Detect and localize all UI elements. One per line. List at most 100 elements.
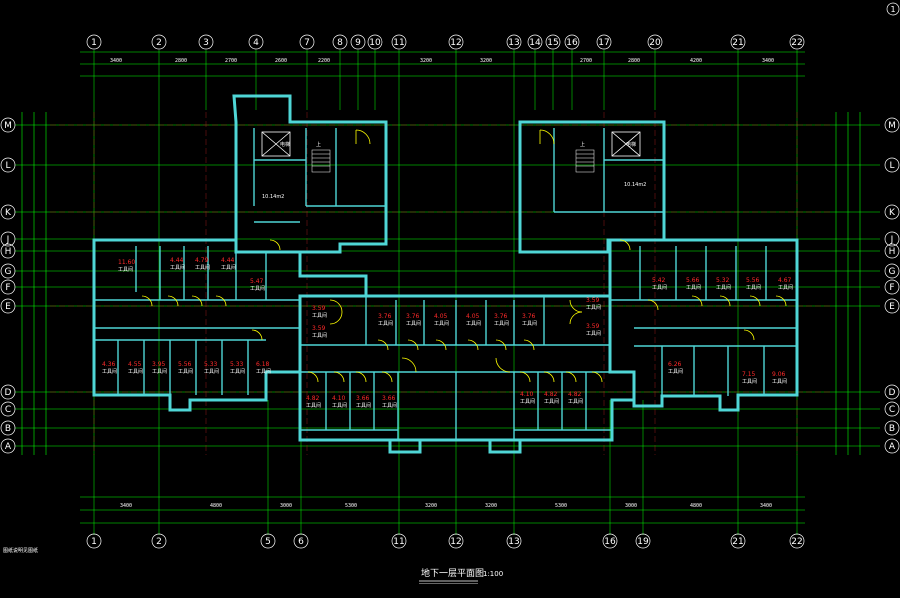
room-area-0: 11.60 bbox=[118, 259, 135, 266]
axis-bubble-right-C-label: C bbox=[889, 405, 895, 415]
axis-bubble-right-B-label: B bbox=[889, 424, 895, 434]
axis-bubble-right-D-label: D bbox=[889, 388, 896, 398]
axis-bubble-right-J: J bbox=[884, 231, 900, 247]
axis-bubble-left-K-label: K bbox=[5, 208, 12, 218]
axis-bubble-left-E: E bbox=[0, 298, 16, 314]
axis-bubble-right-M: M bbox=[884, 117, 900, 133]
axis-bubble-top-9-label: 9 bbox=[355, 38, 361, 48]
room-area-10: 4.05 bbox=[466, 313, 480, 320]
axis-bubble-bottom-19: 19 bbox=[635, 533, 651, 549]
room-area-16: 5.66 bbox=[686, 277, 700, 284]
axis-bubble-right-G-label: G bbox=[889, 267, 896, 277]
corner-tag: 1 bbox=[890, 5, 895, 14]
axis-bubble-right-J-label: J bbox=[890, 235, 894, 245]
svg-text:5300: 5300 bbox=[555, 503, 567, 509]
svg-text:3400: 3400 bbox=[110, 58, 122, 64]
stair-up-left: 上 bbox=[316, 141, 321, 148]
axis-bubble-right-A: A bbox=[884, 438, 900, 454]
room-area-35: 7.15 bbox=[742, 371, 756, 378]
room-area-25: 5.33 bbox=[230, 361, 244, 368]
room-name-23: 工具间 bbox=[178, 368, 193, 375]
axis-bubble-right-E-label: E bbox=[889, 302, 895, 312]
room-area-12: 3.76 bbox=[522, 313, 536, 320]
room-name-35: 工具间 bbox=[742, 378, 757, 385]
room-name-15: 工具间 bbox=[652, 284, 667, 291]
axis-bubble-bottom-12-label: 12 bbox=[450, 537, 461, 547]
axis-bubble-bottom-2-label: 2 bbox=[156, 537, 162, 547]
axis-bubble-top-15-label: 15 bbox=[547, 38, 558, 48]
axis-bubble-bottom-13: 13 bbox=[506, 533, 522, 549]
room-area-15: 5.42 bbox=[652, 277, 666, 284]
room-area-33: 4.82 bbox=[568, 391, 582, 398]
room-area-1: 4.44 bbox=[170, 257, 184, 264]
room-area-7: 3.76 bbox=[378, 313, 392, 320]
axis-bubble-left-A-label: A bbox=[5, 442, 12, 452]
room-area-3: 4.44 bbox=[221, 257, 235, 264]
room-name-16: 工具间 bbox=[686, 284, 701, 291]
lift-area-right: 10.14m2 bbox=[624, 182, 646, 188]
axis-bubble-left-F: F bbox=[0, 279, 16, 295]
axis-bubble-top-4-label: 4 bbox=[253, 38, 259, 48]
drawing-title: 地下一层平面图 bbox=[421, 567, 484, 579]
room-area-26: 6.18 bbox=[256, 361, 270, 368]
axis-bubble-top-7: 7 bbox=[299, 34, 315, 50]
axis-bubble-top-9: 9 bbox=[350, 34, 366, 50]
axis-bubble-left-J-label: J bbox=[6, 235, 10, 245]
axis-bubble-left-B: B bbox=[0, 420, 16, 436]
room-name-22: 工具间 bbox=[152, 368, 167, 375]
room-name-3: 工具间 bbox=[221, 264, 236, 271]
axis-bubble-top-12-label: 12 bbox=[450, 38, 461, 48]
stair-up-right: 上 bbox=[580, 141, 585, 148]
room-area-27: 4.82 bbox=[306, 395, 320, 402]
svg-text:3200: 3200 bbox=[420, 58, 432, 64]
room-area-18: 5.56 bbox=[746, 277, 760, 284]
room-name-28: 工具间 bbox=[332, 402, 347, 409]
axis-bubble-top-11-label: 11 bbox=[393, 38, 404, 48]
axis-bubble-right-L: L bbox=[884, 157, 900, 173]
axis-bubble-left-A: A bbox=[0, 438, 16, 454]
axis-bubble-left-F-label: F bbox=[5, 283, 10, 293]
axis-bubble-bottom-12: 12 bbox=[448, 533, 464, 549]
axis-bubble-bottom-5-label: 5 bbox=[265, 537, 271, 547]
room-name-2: 工具间 bbox=[195, 264, 210, 271]
vertical-axis-lines bbox=[93, 50, 798, 535]
room-name-0: 工具间 bbox=[118, 266, 133, 273]
axis-bubble-left-G-label: G bbox=[5, 267, 12, 277]
room-name-8: 工具间 bbox=[406, 320, 421, 327]
room-area-20: 4.36 bbox=[102, 361, 116, 368]
doors bbox=[141, 129, 787, 383]
svg-text:2700: 2700 bbox=[225, 58, 237, 64]
axis-bubble-top-12: 12 bbox=[448, 34, 464, 50]
axis-bubble-top-10: 10 bbox=[367, 34, 383, 50]
dimension-values: 3400 2800 2700 2600 2200 3200 3200 2700 … bbox=[110, 58, 774, 509]
red-centerlines bbox=[50, 112, 830, 455]
axis-bubble-bottom-1-label: 1 bbox=[91, 537, 97, 547]
room-name-34: 工具间 bbox=[668, 368, 683, 375]
axis-bubble-bottom-1: 1 bbox=[86, 533, 102, 549]
room-name-6: 工具间 bbox=[312, 332, 327, 339]
room-name-11: 工具间 bbox=[494, 320, 509, 327]
room-area-9: 4.05 bbox=[434, 313, 448, 320]
axis-bubble-right-B: B bbox=[884, 420, 900, 436]
title-block: 地下一层平面图 1:100 图纸说明见图纸 bbox=[3, 547, 503, 584]
room-area-28: 4.10 bbox=[332, 395, 346, 402]
elevator-shafts bbox=[261, 131, 641, 157]
room-name-29: 工具间 bbox=[356, 402, 371, 409]
room-area-13: 3.59 bbox=[586, 297, 600, 304]
corner-marker: 1 bbox=[886, 2, 900, 16]
room-name-12: 工具间 bbox=[522, 320, 537, 327]
axis-bubble-top-1: 1 bbox=[86, 34, 102, 50]
axis-bubble-left-C-label: C bbox=[5, 405, 11, 415]
room-area-29: 3.66 bbox=[356, 395, 370, 402]
room-area-14: 3.59 bbox=[586, 323, 600, 330]
room-area-4: 5.47 bbox=[250, 278, 264, 285]
lift-area-left: 10.14m2 bbox=[262, 194, 284, 200]
stairs bbox=[311, 149, 595, 173]
axis-bubble-left-D-label: D bbox=[5, 388, 12, 398]
room-name-1: 工具间 bbox=[170, 264, 185, 271]
room-name-5: 工具间 bbox=[312, 312, 327, 319]
drawing-scale: 1:100 bbox=[483, 570, 503, 578]
room-name-36: 工具间 bbox=[772, 378, 787, 385]
axis-bubble-right-G: G bbox=[884, 263, 900, 279]
